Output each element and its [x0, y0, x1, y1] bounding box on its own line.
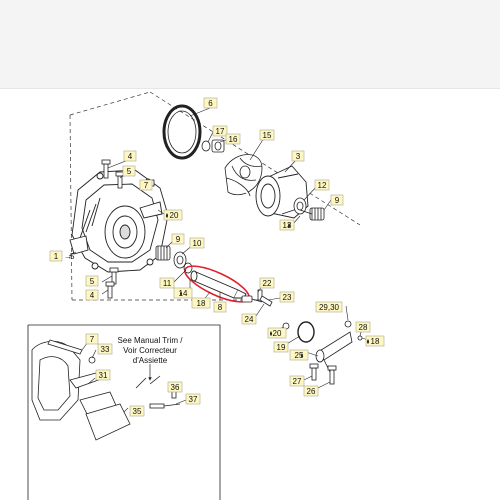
- callout-20-top-text: 20: [170, 211, 179, 220]
- callout-13-text: 13: [283, 221, 292, 230]
- callout-15: 15: [259, 129, 275, 141]
- callout-29-30: 29,30: [315, 301, 343, 313]
- callout-24: 24: [241, 313, 257, 325]
- callout-3: 3: [291, 150, 305, 162]
- callout-19-text: 19: [277, 343, 286, 352]
- callout-35: 35: [129, 405, 145, 417]
- cap-and-seal: [201, 139, 225, 153]
- callout-9-left-text: 9: [176, 235, 181, 244]
- wear-ring: [162, 104, 202, 160]
- inset-frame: [27, 324, 221, 500]
- callout-10: 10: [189, 237, 205, 249]
- callout-1-text: 1: [54, 252, 59, 261]
- callout-33: 33: [97, 343, 113, 355]
- callout-35-text: 35: [133, 407, 142, 416]
- drive-shaft: [190, 270, 247, 299]
- callout-9-right: 9: [330, 194, 344, 206]
- callout-18-right-text: 18: [371, 337, 380, 346]
- impeller: [224, 154, 263, 197]
- callout-36: 36: [167, 381, 183, 393]
- callout-4-top-text: 4: [128, 152, 133, 161]
- callout-31-text: 31: [99, 371, 108, 380]
- callout-7-inset-text: 7: [90, 335, 95, 344]
- callout-6: 6: [203, 97, 218, 109]
- callout-18-left: 18: [191, 297, 211, 309]
- callout-5-bottom: 5: [85, 275, 99, 287]
- callout-28: 28: [355, 321, 371, 333]
- pump-housing: [69, 169, 169, 273]
- callout-26: 26: [303, 385, 319, 397]
- callout-17-text: 17: [216, 127, 225, 136]
- callout-7-top: 7: [139, 179, 153, 191]
- callout-23: 23: [279, 291, 295, 303]
- callout-15-text: 15: [263, 131, 272, 140]
- callout-4-top: 4: [123, 150, 137, 162]
- callout-26-text: 26: [307, 387, 316, 396]
- callout-4-bottom: 4: [85, 289, 99, 301]
- callout-16-text: 16: [229, 135, 238, 144]
- callout-5-after-arrow: 5: [70, 252, 75, 261]
- callout-12: 12: [314, 179, 330, 191]
- callout-12-text: 12: [318, 181, 327, 190]
- callout-22-text: 22: [263, 279, 272, 288]
- drop-markers: [166, 213, 369, 358]
- callout-7-inset: 7: [85, 333, 99, 345]
- callout-36-text: 36: [171, 383, 180, 392]
- callout-9-left: 9: [171, 233, 185, 245]
- callout-16: 16: [225, 133, 241, 145]
- callout-7-text: 7: [144, 181, 149, 190]
- callout-20-top: 20: [163, 209, 183, 221]
- callout-28-text: 28: [359, 323, 368, 332]
- callout-1-5: 1→: [49, 250, 72, 262]
- callout-20-bottom: 20: [267, 327, 287, 339]
- callout-24-text: 24: [245, 315, 254, 324]
- callout-14-text: 14: [179, 289, 188, 298]
- callout-18-left-text: 18: [197, 299, 206, 308]
- arrow-glyph: →: [64, 252, 72, 261]
- callout-19: 19: [273, 341, 289, 353]
- callout-37-text: 37: [189, 395, 198, 404]
- callout-33-text: 33: [101, 345, 110, 354]
- callout-31: 31: [95, 369, 111, 381]
- note-line-3: d'Assiette: [133, 356, 168, 365]
- note-line-2: Voir Correcteur: [123, 346, 177, 355]
- callout-10-text: 10: [193, 239, 202, 248]
- callout-27: 27: [289, 375, 305, 387]
- callout-27-text: 27: [293, 377, 302, 386]
- callout-9-right-text: 9: [335, 196, 340, 205]
- callout-5-bottom-text: 5: [90, 277, 95, 286]
- callout-11: 11: [159, 277, 175, 289]
- right-bearing-group: [293, 197, 325, 221]
- seal-parts: [241, 289, 290, 330]
- left-spline-group: [155, 245, 193, 274]
- callout-13: 13: [279, 219, 295, 231]
- manual-trim-note: See Manual Trim / Voir Correcteur d'Assi…: [118, 336, 184, 365]
- callout-17: 17: [212, 125, 228, 137]
- callout-14: 14: [173, 287, 193, 299]
- callout-1-to-5-target: 5: [70, 252, 75, 261]
- callout-6-text: 6: [208, 99, 213, 108]
- callout-5-top: 5: [122, 165, 136, 177]
- callout-11-text: 11: [163, 279, 172, 288]
- note-line-1: See Manual Trim /: [118, 336, 184, 345]
- housing-bolts: [101, 159, 155, 299]
- callout-3-text: 3: [296, 152, 301, 161]
- callout-8-text: 8: [218, 303, 223, 312]
- callout-5-top-text: 5: [127, 167, 132, 176]
- callout-25-text: 25: [295, 351, 304, 360]
- callout-8: 8: [213, 301, 227, 313]
- callout-37: 37: [185, 393, 201, 405]
- callout-29-30-text: 29,30: [319, 303, 340, 312]
- callout-20-bottom-text: 20: [273, 329, 282, 338]
- callout-22: 22: [259, 277, 275, 289]
- callout-18-right: 18: [365, 335, 385, 347]
- callout-25: 25: [289, 349, 309, 361]
- header-band: [0, 0, 500, 89]
- callout-4-bottom-text: 4: [90, 291, 95, 300]
- callout-23-text: 23: [283, 293, 292, 302]
- inset-trim-assembly: [31, 339, 181, 441]
- callout-labels: 6 17 16 15 3 12 9 13 4 5 7 20 1→ 5 4 9 1…: [49, 97, 385, 417]
